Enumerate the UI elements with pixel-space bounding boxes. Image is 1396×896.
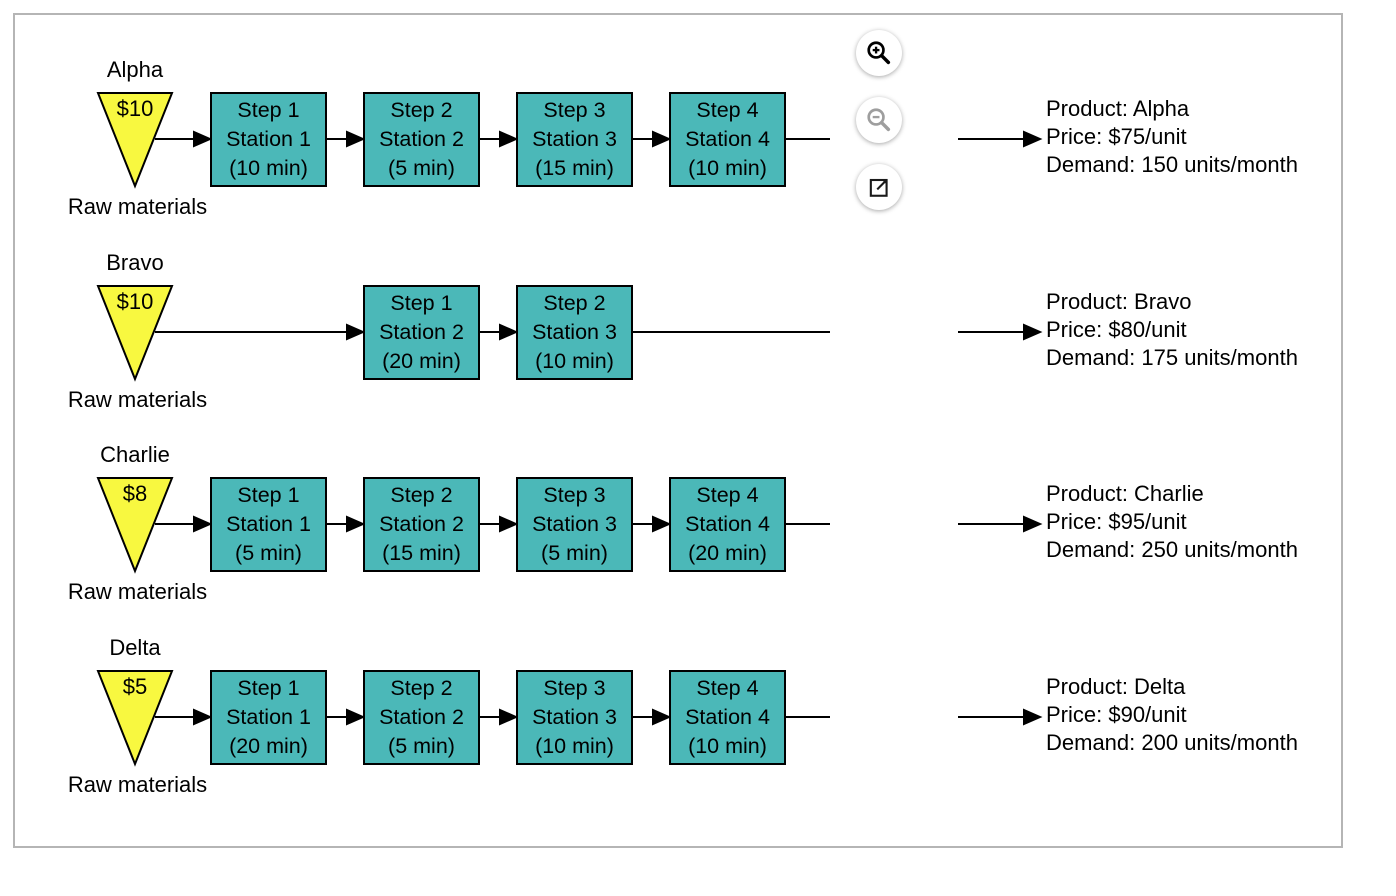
product-info-demand: Demand: 250 units/month <box>1046 537 1298 562</box>
step-station: Station 3 <box>532 512 617 536</box>
product-name-label: Bravo <box>106 250 164 275</box>
zoom-out-button[interactable] <box>856 97 902 143</box>
product-info: Product: Alpha Price: $75/unit Demand: 1… <box>1046 95 1298 179</box>
step-number: Step 2 <box>390 676 453 700</box>
open-window-button[interactable] <box>856 164 902 210</box>
step-box: Step 2 Station 2 (15 min) <box>363 477 480 572</box>
step-box: Step 1 Station 2 (20 min) <box>363 285 480 380</box>
step-station: Station 4 <box>685 127 770 151</box>
zoom-in-button[interactable] <box>856 30 902 76</box>
step-time: (20 min) <box>382 349 461 373</box>
step-number: Step 3 <box>543 483 606 507</box>
step-number: Step 1 <box>390 291 453 315</box>
step-number: Step 2 <box>390 98 453 122</box>
zoom-in-icon <box>867 41 891 65</box>
product-info-demand: Demand: 175 units/month <box>1046 345 1298 370</box>
step-time: (10 min) <box>229 156 308 180</box>
step-box: Step 2 Station 2 (5 min) <box>363 92 480 187</box>
product-info-price: Price: $75/unit <box>1046 124 1187 149</box>
row-alpha-connectors <box>155 130 1043 148</box>
product-info: Product: Charlie Price: $95/unit Demand:… <box>1046 480 1298 564</box>
step-station: Station 1 <box>226 705 311 729</box>
raw-cost-label: $10 <box>116 289 154 314</box>
step-number: Step 2 <box>543 291 606 315</box>
product-info-name: Product: Bravo <box>1046 289 1192 314</box>
step-box: Step 1 Station 1 (10 min) <box>210 92 327 187</box>
step-box: Step 2 Station 3 (10 min) <box>516 285 633 380</box>
raw-materials-label: Raw materials <box>67 579 208 604</box>
row-delta-connectors <box>155 708 1043 726</box>
step-station: Station 4 <box>685 705 770 729</box>
product-info-demand: Demand: 150 units/month <box>1046 152 1298 177</box>
raw-materials-funnel-bravo <box>96 285 174 382</box>
step-box: Step 1 Station 1 (20 min) <box>210 670 327 765</box>
raw-materials-funnel-alpha <box>96 92 174 189</box>
step-time: (10 min) <box>535 734 614 758</box>
step-time: (15 min) <box>382 541 461 565</box>
product-info: Product: Bravo Price: $80/unit Demand: 1… <box>1046 288 1298 372</box>
step-number: Step 3 <box>543 676 606 700</box>
step-station: Station 3 <box>532 320 617 344</box>
step-box: Step 3 Station 3 (10 min) <box>516 670 633 765</box>
product-info-name: Product: Charlie <box>1046 481 1204 506</box>
step-time: (10 min) <box>535 349 614 373</box>
step-station: Station 1 <box>226 512 311 536</box>
step-box: Step 4 Station 4 (20 min) <box>669 477 786 572</box>
step-number: Step 3 <box>543 98 606 122</box>
step-time: (20 min) <box>229 734 308 758</box>
raw-materials-funnel-charlie <box>96 477 174 574</box>
product-info-price: Price: $90/unit <box>1046 702 1187 727</box>
step-station: Station 2 <box>379 512 464 536</box>
step-station: Station 4 <box>685 512 770 536</box>
step-number: Step 4 <box>696 98 759 122</box>
step-station: Station 3 <box>532 705 617 729</box>
product-info-name: Product: Delta <box>1046 674 1186 699</box>
raw-cost-label: $5 <box>122 674 148 699</box>
product-name-label: Charlie <box>100 442 170 467</box>
product-info-demand: Demand: 200 units/month <box>1046 730 1298 755</box>
step-time: (10 min) <box>688 734 767 758</box>
step-box: Step 4 Station 4 (10 min) <box>669 92 786 187</box>
step-number: Step 1 <box>237 98 300 122</box>
step-number: Step 1 <box>237 483 300 507</box>
step-number: Step 2 <box>390 483 453 507</box>
step-box: Step 4 Station 4 (10 min) <box>669 670 786 765</box>
open-in-new-window-icon <box>869 178 888 197</box>
step-time: (5 min) <box>388 734 455 758</box>
step-station: Station 3 <box>532 127 617 151</box>
step-station: Station 1 <box>226 127 311 151</box>
product-info-price: Price: $80/unit <box>1046 317 1187 342</box>
step-time: (10 min) <box>688 156 767 180</box>
step-time: (20 min) <box>688 541 767 565</box>
step-box: Step 3 Station 3 (15 min) <box>516 92 633 187</box>
product-info-name: Product: Alpha <box>1046 96 1190 121</box>
raw-cost-label: $10 <box>116 96 154 121</box>
step-time: (5 min) <box>541 541 608 565</box>
step-box: Step 2 Station 2 (5 min) <box>363 670 480 765</box>
raw-materials-label: Raw materials <box>67 387 208 412</box>
product-info-price: Price: $95/unit <box>1046 509 1187 534</box>
step-station: Station 2 <box>379 320 464 344</box>
step-time: (5 min) <box>388 156 455 180</box>
raw-materials-label: Raw materials <box>67 194 208 219</box>
step-box: Step 1 Station 1 (5 min) <box>210 477 327 572</box>
row-bravo-connectors <box>155 323 1043 341</box>
step-number: Step 4 <box>696 676 759 700</box>
step-time: (5 min) <box>235 541 302 565</box>
raw-cost-label: $8 <box>122 481 148 506</box>
raw-materials-funnel-delta <box>96 670 174 767</box>
row-charlie-connectors <box>155 515 1043 533</box>
product-name-label: Alpha <box>106 57 164 82</box>
step-station: Station 2 <box>379 127 464 151</box>
step-number: Step 1 <box>237 676 300 700</box>
raw-materials-label: Raw materials <box>67 772 208 797</box>
step-number: Step 4 <box>696 483 759 507</box>
step-time: (15 min) <box>535 156 614 180</box>
step-station: Station 2 <box>379 705 464 729</box>
zoom-out-icon <box>867 108 891 132</box>
step-box: Step 3 Station 3 (5 min) <box>516 477 633 572</box>
product-name-label: Delta <box>109 635 161 660</box>
product-info: Product: Delta Price: $90/unit Demand: 2… <box>1046 673 1298 757</box>
